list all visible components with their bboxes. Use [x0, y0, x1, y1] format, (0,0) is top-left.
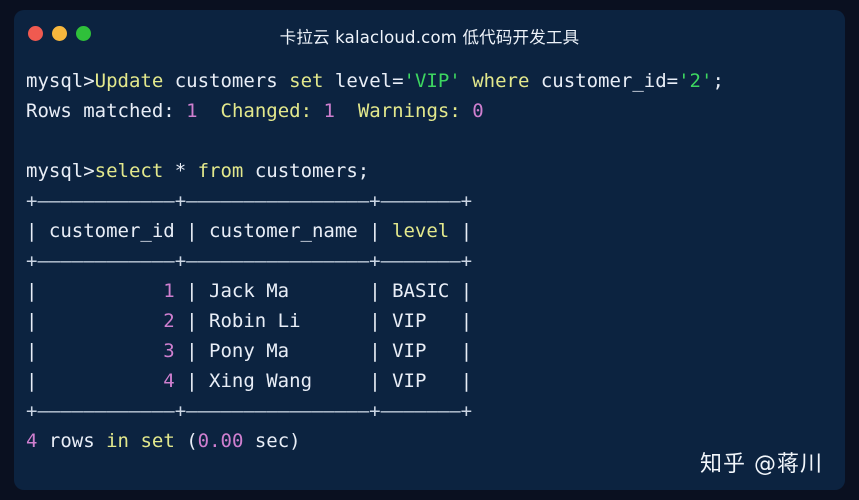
terminal-line-blank-1: [26, 126, 845, 156]
window-controls: [28, 26, 91, 41]
terminal-line-update-command: mysql>Update customers set level='VIP' w…: [26, 66, 845, 96]
terminal-line-update-result: Rows matched: 1 Changed: 1 Warnings: 0: [26, 96, 845, 126]
watermark: 知乎 @蒋川: [700, 452, 823, 477]
token-kw: Update: [94, 70, 164, 92]
token-plain: |: [449, 220, 473, 242]
token-num: 1: [163, 280, 175, 302]
terminal-line-data-row-2: | 2 | Robin Li | VIP |: [26, 306, 845, 336]
token-plain: *: [163, 160, 198, 182]
token-num: 1: [323, 100, 335, 122]
token-num: 2: [163, 310, 175, 332]
token-plain: |: [26, 340, 164, 362]
token-plain: [129, 430, 140, 452]
token-plain: rows: [37, 430, 107, 452]
token-num: 4: [163, 370, 175, 392]
token-plain: sec): [243, 430, 301, 452]
token-plain: |: [26, 310, 164, 332]
token-plain: mysql>: [26, 160, 95, 182]
token-plain: [461, 70, 472, 92]
maximize-button[interactable]: [76, 26, 91, 41]
token-num: 4: [26, 430, 38, 452]
token-str: '2': [678, 70, 713, 92]
token-plain: level=: [323, 70, 404, 92]
token-plain: Rows matched:: [26, 100, 187, 122]
token-kw: set: [140, 430, 175, 452]
terminal-window: 卡拉云 kalacloud.com 低代码开发工具 mysql>Update c…: [14, 10, 845, 490]
token-plain: | Robin Li | VIP |: [174, 310, 473, 332]
token-kw: select: [94, 160, 164, 182]
token-num: 1: [186, 100, 198, 122]
token-num: 3: [163, 340, 175, 362]
token-kw: where: [472, 70, 530, 92]
terminal-line-rule-mid: +————————————+————————————————+———————+: [26, 246, 845, 276]
token-plain: customer_id=: [529, 70, 679, 92]
terminal-line-select-result: 4 rows in set (0.00 sec): [26, 426, 845, 456]
token-plain: | Xing Wang | VIP |: [174, 370, 473, 392]
close-button[interactable]: [28, 26, 43, 41]
token-plain: | Pony Ma | VIP |: [174, 340, 473, 362]
token-kw: set: [289, 70, 324, 92]
terminal-line-data-row-4: | 4 | Xing Wang | VIP |: [26, 366, 845, 396]
token-plain: | customer_id | customer_name |: [26, 220, 393, 242]
token-num: 0.00: [197, 430, 244, 452]
token-rule: +————————————+————————————————+———————+: [26, 250, 473, 272]
terminal-line-rule-top: +————————————+————————————————+———————+: [26, 186, 845, 216]
window-title: 卡拉云 kalacloud.com 低代码开发工具: [279, 28, 580, 47]
token-kw: from: [197, 160, 244, 182]
token-kw: in: [106, 430, 129, 452]
token-plain: [198, 100, 221, 122]
token-num: 0: [472, 100, 484, 122]
token-plain: [335, 100, 358, 122]
token-rule: +————————————+————————————————+———————+: [26, 190, 473, 212]
token-plain: | Jack Ma | BASIC |: [174, 280, 473, 302]
token-str: 'VIP': [403, 70, 461, 92]
token-plain: |: [26, 370, 164, 392]
token-plain: (: [174, 430, 198, 452]
terminal-line-data-row-3: | 3 | Pony Ma | VIP |: [26, 336, 845, 366]
token-kw: Changed:: [220, 100, 313, 122]
minimize-button[interactable]: [52, 26, 67, 41]
token-rule: +————————————+————————————————+———————+: [26, 400, 473, 422]
token-plain: ;: [712, 70, 724, 92]
terminal-line-rule-bottom: +————————————+————————————————+———————+: [26, 396, 845, 426]
terminal-line-header-row: | customer_id | customer_name | level |: [26, 216, 845, 246]
token-plain: [312, 100, 323, 122]
token-plain: |: [26, 280, 164, 302]
window-titlebar: 卡拉云 kalacloud.com 低代码开发工具: [14, 10, 845, 58]
token-kw: level: [392, 220, 450, 242]
terminal-output[interactable]: mysql>Update customers set level='VIP' w…: [14, 58, 845, 456]
terminal-line-data-row-1: | 1 | Jack Ma | BASIC |: [26, 276, 845, 306]
token-plain: mysql>: [26, 70, 95, 92]
token-plain: customers: [163, 70, 290, 92]
token-kw: Warnings:: [357, 100, 461, 122]
terminal-line-select-command: mysql>select * from customers;: [26, 156, 845, 186]
token-plain: [461, 100, 472, 122]
token-plain: customers;: [243, 160, 370, 182]
